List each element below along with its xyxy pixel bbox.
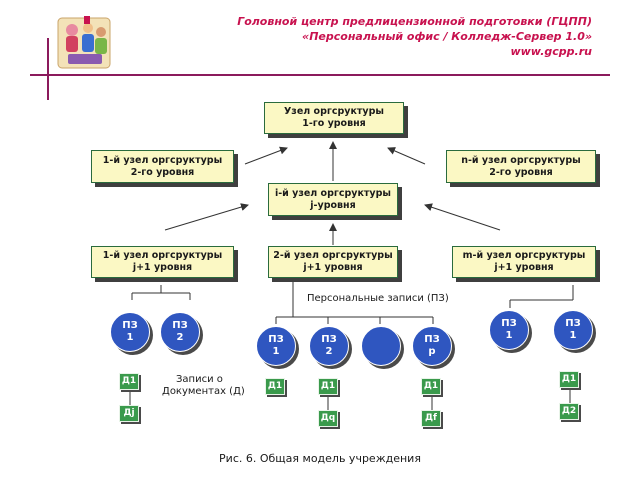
personal-record-index: p	[428, 346, 436, 357]
node-level1[interactable]: Узел оргсруктуры 1-го уровня	[264, 102, 404, 134]
personal-record-index: 1	[569, 330, 577, 341]
node-level1-line1: Узел оргсруктуры	[283, 106, 384, 117]
personal-record-circle[interactable]: ПЗ 1	[256, 326, 296, 366]
node-level-j1-first-line1: 1-й узел оргсруктуры	[102, 250, 223, 261]
node-level1-line2: 1-го уровня	[302, 118, 366, 129]
frame-horizontal-line	[30, 74, 610, 76]
header-subtitle: «Персональный офис / Колледж-Сервер 1.0»	[302, 30, 592, 43]
node-level-j1-m-line2: j+1 уровня	[494, 262, 554, 273]
college-logo	[57, 16, 111, 69]
node-level-j[interactable]: i-й узел оргсруктуры j-уровня	[268, 183, 398, 216]
personal-record-circle[interactable]: ПЗ 1	[110, 312, 150, 352]
node-level-j-line1: i-й узел оргсруктуры	[274, 187, 392, 199]
node-level-j1-second-line2: j+1 уровня	[303, 262, 363, 273]
document-record[interactable]: Д1	[559, 371, 579, 388]
header-url: www.gcpp.ru	[510, 45, 592, 58]
personal-record-circle[interactable]: ПЗ 2	[309, 326, 349, 366]
document-record[interactable]: Д1	[318, 378, 338, 395]
personal-record-label: ПЗ	[501, 318, 517, 329]
node-level2-n-line1: n-й узел оргсруктуры	[461, 154, 581, 166]
node-level-j1-first[interactable]: 1-й узел оргсруктуры j+1 уровня	[91, 246, 234, 278]
frame-vertical-line	[47, 38, 49, 100]
node-level-j1-first-line2: j+1 уровня	[132, 262, 193, 273]
personal-record-label: ПЗ	[172, 320, 188, 331]
node-level2-first-line2: 2-го уровня	[130, 166, 195, 178]
personal-record-index: 1	[505, 330, 513, 341]
personal-record-circle[interactable]: ПЗ 1	[553, 310, 593, 350]
node-level-j1-second[interactable]: 2-й узел оргсруктуры j+1 уровня	[268, 246, 398, 278]
personal-record-label: ПЗ	[565, 318, 581, 329]
personal-record-circle[interactable]: ПЗ 1	[489, 310, 529, 350]
node-level2-first[interactable]: 1-й узел оргсруктуры 2-го уровня	[91, 150, 234, 183]
personal-record-index: 2	[176, 332, 184, 343]
node-level-j1-m[interactable]: m-й узел оргсруктуры j+1 уровня	[452, 246, 596, 278]
personal-record-label: ПЗ	[321, 334, 337, 345]
node-level2-first-line1: 1-й узел оргсруктуры	[102, 154, 223, 166]
doc-records-label-line2: Документах (Д)	[162, 386, 245, 397]
personal-record-label: ПЗ	[122, 320, 138, 331]
node-level-j1-m-line1: m-й узел оргсруктуры	[462, 250, 586, 261]
personal-records-label: Персональные записи (ПЗ)	[307, 293, 449, 304]
document-record[interactable]: Дf	[421, 410, 441, 427]
document-record[interactable]: Д1	[421, 378, 441, 395]
node-level-j-line2: j-уровня	[310, 199, 356, 211]
node-level2-n[interactable]: n-й узел оргсруктуры 2-го уровня	[446, 150, 596, 183]
node-level2-n-line2: 2-го уровня	[489, 166, 553, 178]
header-title: Головной центр предлицензионной подготов…	[237, 15, 592, 28]
personal-record-index: 1	[126, 332, 134, 343]
personal-record-label: ПЗ	[268, 334, 284, 345]
figure-caption: Рис. 6. Общая модель учреждения	[219, 452, 421, 465]
document-record[interactable]: Дj	[119, 405, 139, 422]
personal-record-index: 2	[325, 346, 333, 357]
doc-records-label-line1: Записи о	[176, 374, 223, 385]
personal-record-label: ПЗ	[424, 334, 440, 345]
personal-record-circle[interactable]: ПЗ 2	[160, 312, 200, 352]
personal-record-circle[interactable]: ПЗ p	[412, 326, 452, 366]
document-record[interactable]: Д2	[559, 403, 579, 420]
document-record[interactable]: Д1	[265, 378, 285, 395]
personal-record-circle-empty[interactable]	[361, 326, 401, 366]
node-level-j1-second-line1: 2-й узел оргсруктуры	[273, 250, 393, 261]
personal-record-index: 1	[272, 346, 280, 357]
document-record[interactable]: Дq	[318, 410, 338, 427]
document-record[interactable]: Д1	[119, 373, 139, 390]
